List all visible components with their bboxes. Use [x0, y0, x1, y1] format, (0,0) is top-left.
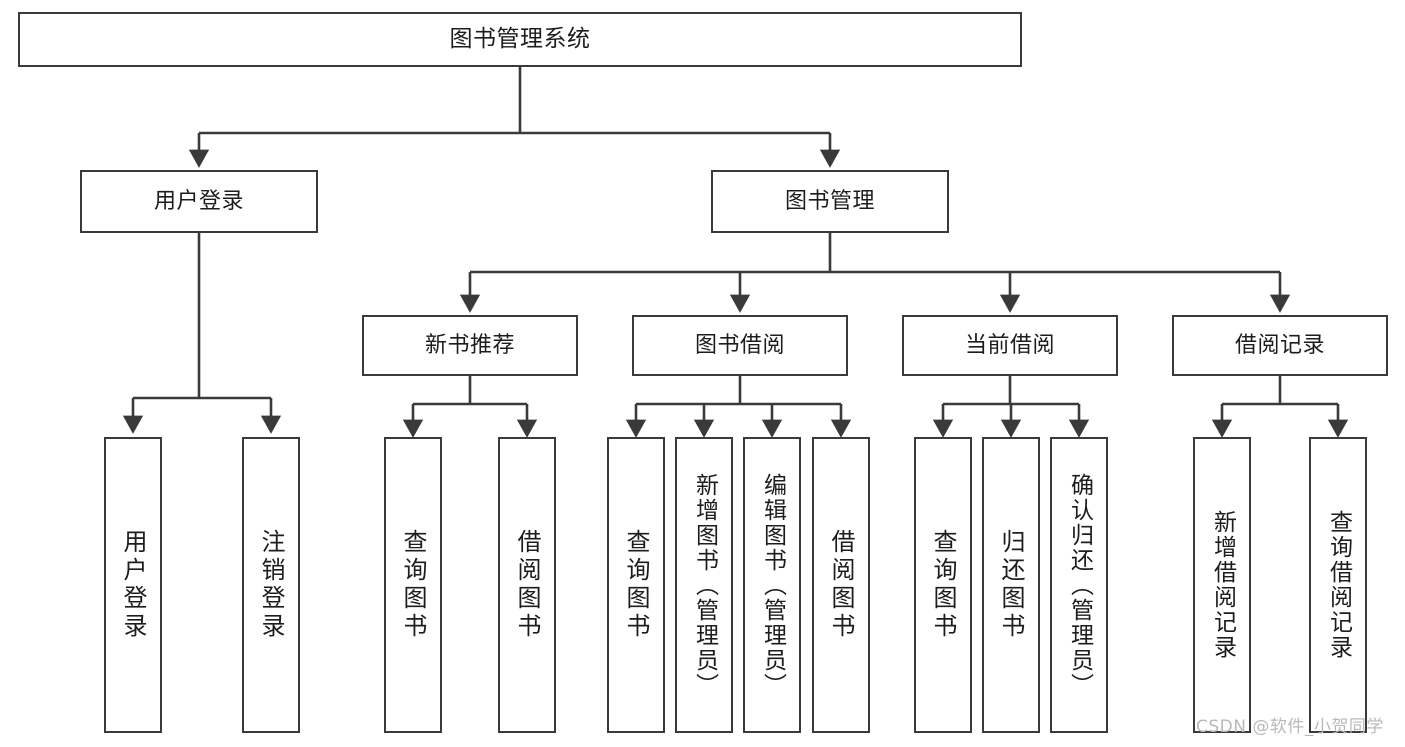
leaf-query-record[interactable]: 查询借阅记录 [1309, 437, 1367, 733]
leaf-user-login-label: 用户登录 [119, 529, 147, 641]
leaf-confirm-return-label: 确认归还（管理员） [1066, 472, 1093, 698]
leaf-query-book-3-label: 查询图书 [929, 529, 957, 641]
node-book-borrow[interactable]: 图书借阅 [632, 315, 848, 376]
leaf-borrow-book-1-label: 借阅图书 [513, 529, 541, 641]
node-new-book-rec[interactable]: 新书推荐 [362, 315, 578, 376]
leaf-add-book-label: 新增图书（管理员） [691, 472, 718, 698]
leaf-query-book-1[interactable]: 查询图书 [384, 437, 442, 733]
csdn-watermark: CSDN @软件_小贺同学 [1196, 717, 1384, 737]
node-current-borrow-label: 当前借阅 [964, 332, 1055, 358]
leaf-add-book[interactable]: 新增图书（管理员） [675, 437, 733, 733]
node-borrow-record[interactable]: 借阅记录 [1172, 315, 1388, 376]
leaf-user-logout-label: 注销登录 [257, 529, 285, 641]
node-current-borrow[interactable]: 当前借阅 [902, 315, 1118, 376]
leaf-confirm-return[interactable]: 确认归还（管理员） [1050, 437, 1108, 733]
leaf-edit-book[interactable]: 编辑图书（管理员） [743, 437, 801, 733]
leaf-return-book[interactable]: 归还图书 [982, 437, 1040, 733]
node-borrow-record-label: 借阅记录 [1234, 332, 1325, 358]
leaf-borrow-book-2[interactable]: 借阅图书 [812, 437, 870, 733]
leaf-query-record-label: 查询借阅记录 [1325, 510, 1352, 660]
leaf-borrow-book-1[interactable]: 借阅图书 [498, 437, 556, 733]
leaf-query-book-2[interactable]: 查询图书 [607, 437, 665, 733]
node-book-borrow-label: 图书借阅 [694, 332, 785, 358]
node-book-manage-label: 图书管理 [784, 188, 875, 214]
leaf-add-record[interactable]: 新增借阅记录 [1193, 437, 1251, 733]
node-root[interactable]: 图书管理系统 [18, 12, 1022, 67]
leaf-return-book-label: 归还图书 [997, 529, 1025, 641]
node-user-login[interactable]: 用户登录 [80, 170, 318, 233]
leaf-query-book-2-label: 查询图书 [622, 529, 650, 641]
leaf-user-login[interactable]: 用户登录 [104, 437, 162, 733]
leaf-user-logout[interactable]: 注销登录 [242, 437, 300, 733]
leaf-query-book-3[interactable]: 查询图书 [914, 437, 972, 733]
node-new-book-rec-label: 新书推荐 [424, 332, 515, 358]
node-user-login-label: 用户登录 [153, 188, 244, 214]
node-root-label: 图书管理系统 [449, 26, 591, 53]
leaf-add-record-label: 新增借阅记录 [1209, 510, 1236, 660]
leaf-borrow-book-2-label: 借阅图书 [827, 529, 855, 641]
node-book-manage[interactable]: 图书管理 [711, 170, 949, 233]
leaf-query-book-1-label: 查询图书 [399, 529, 427, 641]
leaf-edit-book-label: 编辑图书（管理员） [759, 472, 786, 698]
